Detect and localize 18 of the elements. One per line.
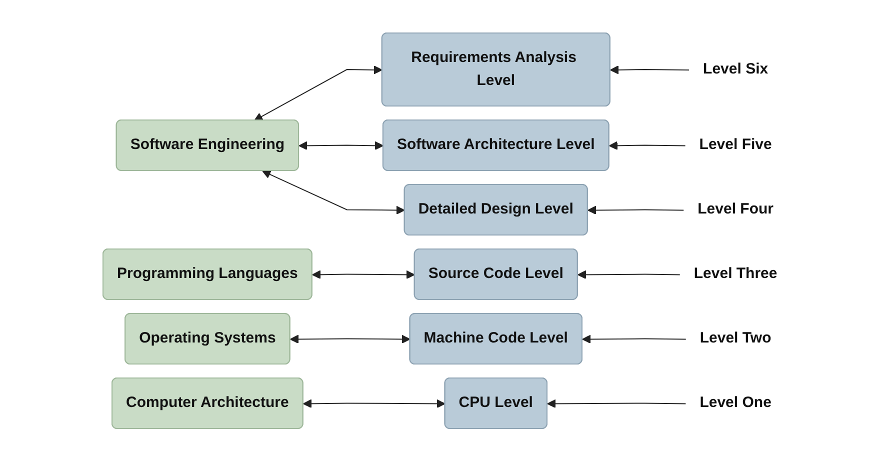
arrow <box>577 270 681 280</box>
node-text: Level One <box>700 394 772 412</box>
node-text: Level Two <box>700 330 772 347</box>
arrow <box>254 66 382 122</box>
arrow <box>608 142 686 150</box>
arrow <box>312 270 415 280</box>
arrow <box>290 335 410 344</box>
arrow <box>302 400 446 408</box>
node-text: Level Three <box>694 265 778 282</box>
arrow <box>546 400 687 408</box>
arrow <box>298 141 384 150</box>
arrow <box>610 66 690 75</box>
arrow <box>587 206 684 215</box>
node-text: Level Six <box>702 60 768 78</box>
arrow <box>582 335 687 344</box>
node-text: Level Five <box>699 136 772 154</box>
node-text: Level Four <box>698 200 774 218</box>
arrow <box>262 170 405 215</box>
